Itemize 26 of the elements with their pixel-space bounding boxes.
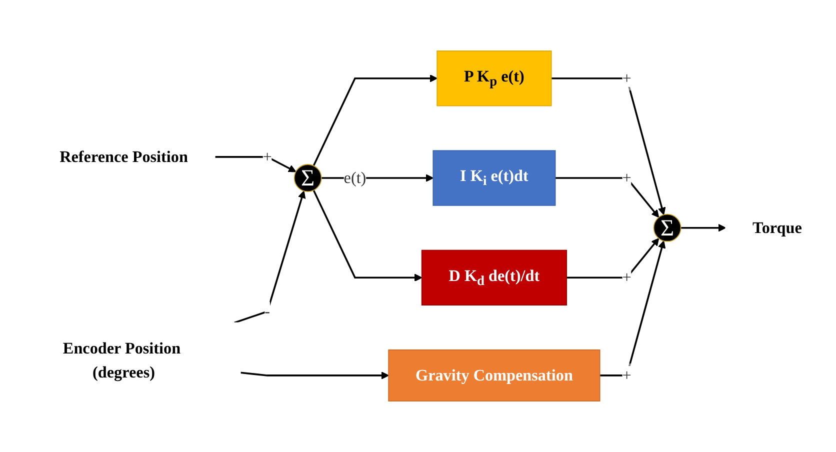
edge-label: e(t) xyxy=(344,168,366,187)
node-text: Torque xyxy=(752,218,802,236)
edge-label: + xyxy=(622,168,632,187)
node-box: P K$_{p}$ e(t) xyxy=(436,50,552,106)
arrow xyxy=(234,190,306,324)
arrow xyxy=(555,177,660,218)
edge-label: + xyxy=(622,366,632,384)
edge-label: - xyxy=(264,302,270,320)
arrow xyxy=(312,74,438,166)
node-circle: Σ xyxy=(653,214,682,242)
node-text: Encoder Position (degrees) xyxy=(62,338,181,382)
node-box: I K$_{i}$ e(t)dt xyxy=(432,150,556,206)
arrow xyxy=(551,77,666,216)
arrow xyxy=(600,240,666,376)
node-circle: Σ xyxy=(294,164,322,192)
node-text: Reference Position xyxy=(60,148,188,166)
edge-label: + xyxy=(622,268,632,286)
arrow xyxy=(214,156,296,172)
arrow xyxy=(240,372,389,380)
node-box: Gravity Compensation xyxy=(388,349,600,402)
arrow xyxy=(312,190,422,282)
node-box: D K$_{d}$ de(t)/dt xyxy=(421,250,568,306)
edge-label: + xyxy=(262,148,272,166)
arrow xyxy=(566,238,660,279)
edge-label: + xyxy=(622,68,632,87)
arrow xyxy=(680,224,726,232)
